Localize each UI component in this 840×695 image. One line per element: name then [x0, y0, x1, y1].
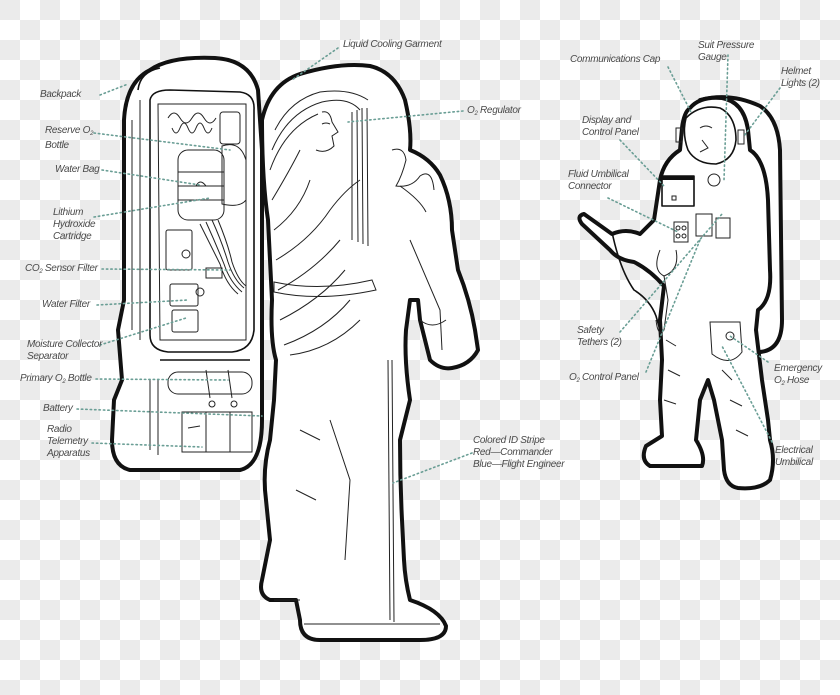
label-text: Helmet [781, 66, 811, 77]
label-text: Colored ID Stripe [473, 435, 545, 446]
label-text: Reserve O [45, 125, 91, 136]
subscript: 2 [474, 111, 478, 117]
backpack-drawing [110, 55, 264, 472]
label-text: Tethers (2) [577, 337, 622, 348]
label-electrical-umbilical: Electrical Umbilical [775, 445, 813, 469]
label-text: Moisture Collector [27, 339, 103, 350]
label-co2-sensor-filter: CO2 Sensor Filter [25, 263, 98, 278]
label-text: Lights (2) [781, 78, 820, 89]
label-text: Hydroxide [53, 219, 96, 230]
label-text: Cartridge [53, 231, 92, 242]
label-fluid-umbilical-connector: Fluid Umbilical Connector [568, 169, 629, 193]
label-text: Bottle [65, 373, 92, 384]
label-backpack: Backpack [40, 89, 81, 101]
label-text: Radio [47, 424, 72, 435]
label-o2-control-panel: O2 Control Panel [569, 372, 639, 387]
label-safety-tethers: Safety Tethers (2) [577, 325, 622, 349]
label-primary-o2-bottle: Primary O2 Bottle [20, 373, 92, 388]
label-text: Gauge [698, 52, 727, 63]
subscript: 2 [90, 131, 94, 137]
label-text: Lithium [53, 207, 84, 218]
label-text: Red—Commander [473, 447, 553, 458]
label-communications-cap: Communications Cap [570, 54, 661, 66]
label-helmet-lights: Helmet Lights (2) [781, 66, 820, 90]
label-text: Primary O [20, 373, 63, 384]
label-text: Separator [27, 351, 69, 362]
label-text: Bottle [45, 140, 69, 151]
label-text: O [774, 375, 782, 386]
label-water-bag: Water Bag [55, 164, 100, 176]
label-text: Display and [582, 115, 631, 126]
label-text: Connector [568, 181, 612, 192]
astronaut-back-view-drawing [259, 63, 480, 642]
label-text: Sensor Filter [42, 263, 98, 274]
label-reserve-o2-bottle: Reserve O2 Bottle [45, 125, 93, 152]
label-text: Suit Pressure [698, 40, 755, 51]
label-text: Regulator [477, 105, 521, 116]
label-text: Electrical [775, 445, 813, 456]
label-suit-pressure-gauge: Suit Pressure Gauge [698, 40, 754, 64]
subscript: 2 [576, 378, 580, 384]
label-text: Water Bag [55, 164, 100, 175]
label-text: Water Filter [42, 299, 90, 310]
label-text: Control Panel [582, 127, 639, 138]
label-text: Umbilical [775, 457, 813, 468]
label-radio-telemetry-apparatus: Radio Telemetry Apparatus [47, 424, 90, 460]
label-text: Fluid Umbilical [568, 169, 629, 180]
label-lithium-hydroxide-cartridge: Lithium Hydroxide Cartridge [53, 207, 96, 243]
label-moisture-collector-separator: Moisture Collector Separator [27, 339, 102, 363]
label-battery: Battery [43, 403, 73, 415]
label-display-control-panel: Display and Control Panel [582, 115, 639, 139]
subscript: 2 [62, 379, 66, 385]
label-liquid-cooling-garment: Liquid Cooling Garment [343, 39, 442, 51]
label-water-filter: Water Filter [42, 299, 90, 311]
label-text: O [467, 105, 475, 116]
label-text: Apparatus [47, 448, 90, 459]
subscript: 2 [781, 381, 785, 387]
astronaut-front-view-drawing [577, 95, 784, 491]
label-text: Backpack [40, 89, 81, 100]
subscript: 2 [39, 269, 43, 275]
label-text: Emergency [774, 363, 822, 374]
label-o2-regulator: O2 Regulator [467, 105, 521, 120]
label-text: Telemetry [47, 436, 88, 447]
label-text: Liquid Cooling Garment [343, 39, 442, 50]
label-text: Battery [43, 403, 73, 414]
label-text: Safety [577, 325, 604, 336]
label-colored-id-stripe: Colored ID Stripe Red—Commander Blue—Fli… [473, 435, 565, 471]
label-text: O [569, 372, 577, 383]
label-text: CO [25, 263, 40, 274]
label-text: Communications Cap [570, 54, 661, 65]
label-text: Control Panel [579, 372, 639, 383]
label-emergency-o2-hose: Emergency O2 Hose [774, 363, 822, 390]
label-text: Blue—Flight Engineer [473, 459, 565, 470]
label-text: Hose [784, 375, 810, 386]
leader-lines [76, 47, 781, 484]
